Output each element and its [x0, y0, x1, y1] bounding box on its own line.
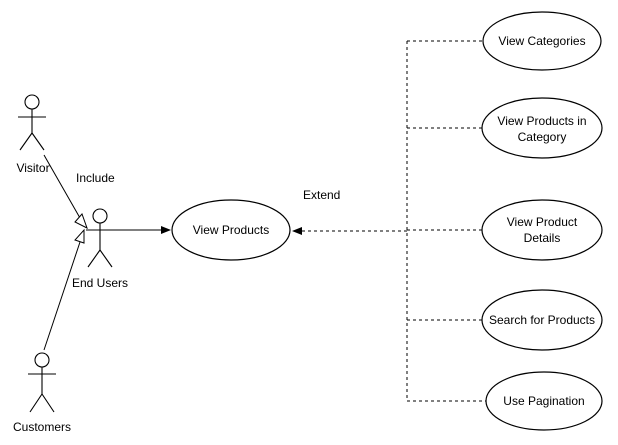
- generalization-customers-to-end-users[interactable]: [43, 228, 85, 351]
- use-case-view-product-details-line-2: Details: [524, 231, 561, 245]
- generalization-visitor-to-end-users[interactable]: [43, 154, 88, 230]
- use-case-ellipse: [481, 97, 603, 159]
- use-case-ellipse: [482, 11, 602, 71]
- use-case-view-categories[interactable]: View Categories: [482, 11, 602, 71]
- use-case-view-products-in-category-line-2: Category: [518, 130, 567, 144]
- use-case-ellipse: [171, 199, 291, 261]
- extend-label: Extend: [303, 188, 340, 202]
- actor-leg-right: [31, 132, 45, 151]
- actor-head: [24, 94, 40, 110]
- actor-leg-left: [29, 393, 43, 413]
- hollow-arrowhead: [74, 228, 85, 244]
- actor-end-users-label: End Users: [72, 276, 128, 290]
- actor-head: [34, 352, 50, 368]
- actor-visitor[interactable]: Visitor: [16, 94, 50, 175]
- use-case-ellipse: [481, 289, 603, 351]
- use-case-view-products-in-category[interactable]: View Products in Category: [481, 97, 603, 159]
- actor-end-users[interactable]: End Users: [72, 208, 128, 290]
- generalization-line: [43, 241, 81, 351]
- actor-customers[interactable]: Customers: [13, 352, 71, 434]
- use-case-search-for-products-label: Search for Products: [489, 313, 595, 327]
- include-label: Include: [76, 171, 115, 185]
- use-case-view-categories-label: View Categories: [498, 34, 585, 48]
- use-case-view-product-details[interactable]: View Product Details: [481, 199, 603, 261]
- use-case-use-pagination[interactable]: Use Pagination: [485, 371, 603, 431]
- use-case-view-products[interactable]: View Products: [171, 199, 291, 261]
- use-case-use-pagination-label: Use Pagination: [503, 394, 584, 408]
- use-case-search-for-products[interactable]: Search for Products: [481, 289, 603, 351]
- use-case-ellipse: [485, 371, 603, 431]
- actor-leg-right: [41, 393, 55, 413]
- actor-head: [92, 208, 108, 224]
- use-case-view-products-in-category-line-1: View Products in: [497, 114, 586, 128]
- actor-leg-right: [99, 249, 113, 268]
- actor-customers-label: Customers: [13, 420, 71, 434]
- use-case-ellipse: [481, 199, 603, 261]
- actor-leg-left: [19, 132, 33, 151]
- hollow-arrowhead: [74, 213, 88, 230]
- actor-leg-left: [87, 249, 101, 268]
- extend-connectors: [292, 40, 486, 402]
- use-case-view-product-details-line-1: View Product: [507, 215, 578, 229]
- use-case-view-products-label: View Products: [193, 223, 269, 237]
- generalization-line: [43, 154, 81, 219]
- actor-visitor-label: Visitor: [16, 161, 49, 175]
